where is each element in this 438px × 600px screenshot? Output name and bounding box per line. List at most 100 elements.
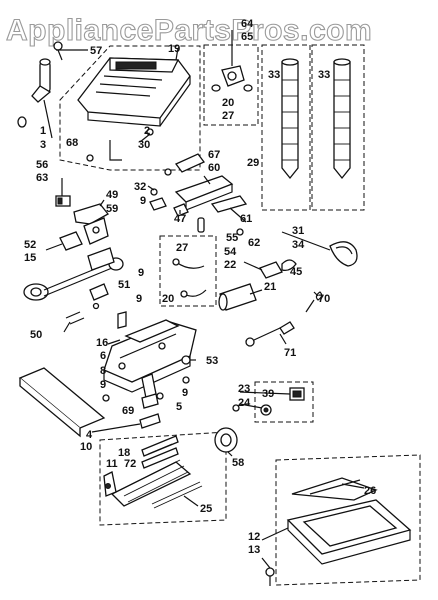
- handle-bracket-29-icon: [174, 175, 234, 211]
- callout-16: 16: [96, 337, 108, 349]
- light-39-icon: [232, 387, 305, 416]
- callout-54: 54: [224, 246, 237, 258]
- motor-hood-group-outline: [59, 45, 201, 171]
- callout-63: 63: [36, 172, 48, 184]
- callout-25: 25: [200, 503, 212, 515]
- callout-60: 60: [208, 162, 220, 174]
- wire-27-icon: [172, 258, 207, 298]
- callout-24: 24: [238, 397, 251, 409]
- bracket-2-icon: [109, 128, 154, 161]
- callout-23: 23: [238, 383, 250, 395]
- callout-27-switch: 27: [222, 110, 234, 122]
- belt-icon: [329, 241, 358, 267]
- bumper-rail-icon: [18, 367, 106, 438]
- wiring-group-outline: [159, 235, 217, 307]
- part-32-icon: [149, 188, 167, 211]
- callout-58: 58: [232, 457, 244, 469]
- callout-18: 18: [118, 447, 130, 459]
- callout-34: 34: [292, 239, 305, 251]
- hose-left-icon: [281, 58, 299, 180]
- callout-27-wiring: 27: [176, 242, 188, 254]
- part-drawings: [17, 41, 412, 586]
- callout-50: 50: [30, 329, 42, 341]
- callouts: 64 65 57 19 33 33 1 3 20 27 68 2 30 56 6…: [24, 18, 376, 556]
- callout-3: 3: [40, 139, 46, 151]
- callout-70: 70: [318, 293, 330, 305]
- callout-9-c: 9: [136, 293, 142, 305]
- wheel-58-icon: [214, 427, 238, 453]
- callout-9-b: 9: [138, 267, 144, 279]
- callout-11: 11: [106, 458, 118, 470]
- callout-32: 32: [134, 181, 146, 193]
- part-50-icon: [65, 311, 85, 325]
- bracket-49-icon: [73, 203, 109, 245]
- bracket-51-icon: [89, 283, 109, 310]
- callout-5: 5: [176, 401, 182, 413]
- callout-4: 4: [86, 429, 93, 441]
- callout-39: 39: [262, 388, 274, 400]
- motor-hood-icon: [77, 57, 191, 127]
- callout-65: 65: [241, 31, 253, 43]
- hose-right-icon: [333, 58, 351, 180]
- group-outlines: [59, 44, 421, 586]
- callout-49: 49: [106, 189, 118, 201]
- callout-57: 57: [90, 45, 102, 57]
- spring-70-icon: [305, 291, 323, 313]
- callout-26: 26: [364, 485, 376, 497]
- callout-13: 13: [248, 544, 260, 556]
- callout-62: 62: [248, 237, 260, 249]
- callout-56: 56: [36, 159, 48, 171]
- pivot-60-icon: [164, 153, 206, 176]
- screw-13-icon: [265, 567, 275, 586]
- callout-15: 15: [24, 252, 36, 264]
- hose-group-outline-left: [261, 44, 311, 211]
- wrench-71-icon: [245, 321, 295, 347]
- base-housing-icon: [103, 311, 197, 393]
- callout-19: 19: [168, 43, 180, 55]
- callout-69: 69: [122, 405, 134, 417]
- callout-9-a: 9: [140, 195, 146, 207]
- plate-61-icon: [210, 195, 248, 213]
- callout-22: 22: [224, 259, 236, 271]
- part-47-icon: [173, 203, 189, 217]
- part-56-icon: [55, 195, 71, 207]
- callout-59: 59: [106, 203, 118, 215]
- leader-lines: [43, 30, 365, 569]
- callout-10: 10: [80, 441, 92, 453]
- callout-45: 45: [290, 266, 302, 278]
- callout-8: 8: [100, 365, 106, 377]
- callout-47: 47: [174, 213, 186, 225]
- callout-53: 53: [206, 355, 218, 367]
- axle-15-icon: [23, 231, 124, 301]
- callout-31: 31: [292, 225, 304, 237]
- callout-12: 12: [248, 531, 260, 543]
- callout-29: 29: [247, 157, 259, 169]
- callout-51: 51: [118, 279, 130, 291]
- callout-20-wiring: 20: [162, 293, 174, 305]
- callout-30: 30: [138, 139, 150, 151]
- bottom-plate-group-outline: [275, 454, 421, 586]
- callout-2: 2: [144, 125, 150, 137]
- clip-68-icon: [86, 154, 94, 162]
- hose-group-outline-right: [311, 44, 365, 211]
- screw-57-icon: [53, 41, 63, 61]
- switch-icon: [211, 56, 253, 92]
- callout-52: 52: [24, 239, 36, 251]
- callout-6: 6: [100, 350, 106, 362]
- callout-1: 1: [40, 125, 46, 137]
- callout-71: 71: [284, 347, 296, 359]
- brushroll-icon: [103, 435, 203, 509]
- callout-9-d: 9: [100, 379, 106, 391]
- callout-21: 21: [264, 281, 276, 293]
- switch-group-outline: [203, 44, 259, 126]
- bottom-plate-icon: [286, 477, 412, 565]
- part-4-icon: [139, 413, 161, 429]
- light-group-outline: [254, 381, 314, 423]
- callout-64: 64: [241, 18, 254, 30]
- agitator-21-icon: [218, 283, 257, 311]
- callout-72: 72: [124, 458, 136, 470]
- brushroll-group-outline: [99, 431, 227, 526]
- callout-20-switch: 20: [222, 97, 234, 109]
- callout-68: 68: [66, 137, 78, 149]
